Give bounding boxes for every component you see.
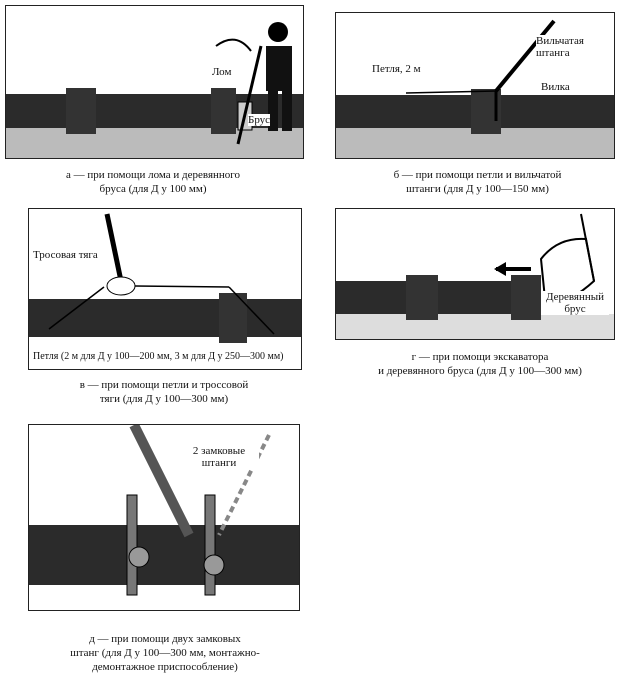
panel-a-drawing bbox=[6, 22, 303, 158]
label-shtanga: Вильчатая штанга bbox=[536, 35, 611, 59]
caption-d: д — при помощи двух замковых штанг (для … bbox=[70, 633, 260, 673]
caption-a: а — при помощи лома и деревянного бруса … bbox=[65, 169, 241, 195]
label-brus: Брус bbox=[248, 114, 271, 126]
panel-a-figure: Лом Брус bbox=[5, 5, 304, 159]
panel-b-figure: Петля, 2 м Вильчатая штанга Вилка bbox=[335, 12, 615, 159]
label-petlya-v: Петля (2 м для Д у 100—200 мм, 3 м для Д… bbox=[33, 351, 284, 363]
caption-v: в — при помощи петли и троссовой тяги (д… bbox=[79, 379, 249, 405]
label-lom: Лом bbox=[212, 66, 232, 78]
panel-v-figure: Тросовая тяга Петля (2 м для Д у 100—200… bbox=[28, 208, 302, 370]
label-shtangi: 2 замковые штанги bbox=[179, 445, 259, 469]
panel-d-drawing bbox=[29, 425, 299, 596]
caption-b: б — при помощи петли и вильчатой штанги … bbox=[393, 169, 562, 195]
panel-d-figure: 2 замковые штанги bbox=[28, 424, 300, 611]
label-tyaga: Тросовая тяга bbox=[33, 249, 98, 261]
label-petlya: Петля, 2 м bbox=[372, 63, 421, 75]
panel-g-drawing bbox=[336, 213, 614, 339]
panel-g-figure: Деревянный брус bbox=[335, 208, 615, 340]
label-brus-g: Деревянный брус bbox=[541, 291, 609, 315]
label-vilka: Вилка bbox=[541, 81, 570, 93]
arrow-left-icon bbox=[494, 262, 506, 276]
panel-b-drawing bbox=[336, 19, 614, 158]
panel-v-drawing bbox=[29, 213, 301, 343]
worker-head-icon bbox=[268, 22, 288, 42]
caption-g: г — при помощи экскаватора и деревянного… bbox=[378, 351, 582, 377]
